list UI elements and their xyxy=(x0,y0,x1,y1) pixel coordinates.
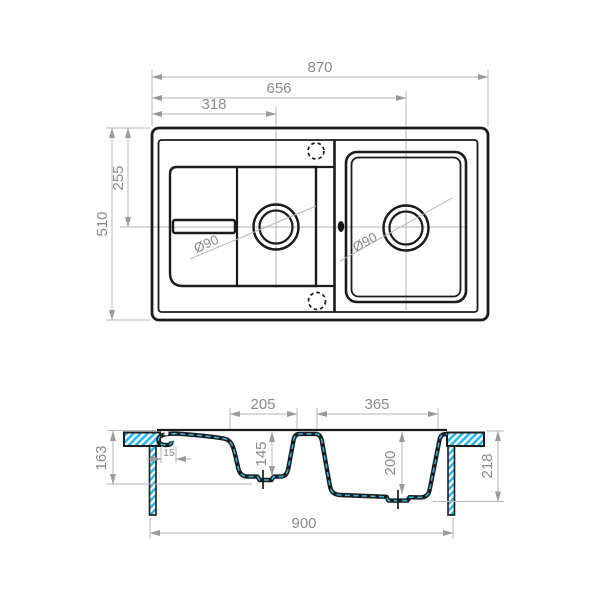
sink-rim-inner-edge xyxy=(157,139,479,313)
dim-right-outer-depth-label: 218 xyxy=(479,453,496,478)
tap-hole-top xyxy=(307,142,325,160)
dim-left-bowl-width-label: 205 xyxy=(250,396,275,413)
overflow-mark xyxy=(337,221,345,232)
left-drain-circle-inner xyxy=(258,209,294,245)
top-view-dimensions: 870 656 318 510 255 xyxy=(94,59,489,321)
right-bowl-inner xyxy=(350,156,462,298)
right-drain-circle-inner xyxy=(388,210,424,246)
dim-right-bowl-depth-label: 200 xyxy=(382,450,399,475)
dim-right-drain-offset-label: 656 xyxy=(266,80,291,97)
section-profile xyxy=(156,428,448,509)
dim-left-drain-offset-label: 318 xyxy=(201,96,226,113)
tap-hole-bottom xyxy=(307,291,327,311)
top-view: Ø90 Ø90 870 656 318 510 255 xyxy=(94,59,490,322)
granite-material-hatch-line xyxy=(157,432,447,502)
dim-overall-depth-label: 510 xyxy=(94,211,111,236)
sink-plan-outline xyxy=(150,126,490,322)
countertop-left xyxy=(123,431,161,447)
dim-drain-centerline-label: 255 xyxy=(110,165,127,190)
section-dimensions: 205 365 163 15 145 200 218 900 xyxy=(93,396,504,539)
dim-overall-width-label: 870 xyxy=(307,59,332,76)
sink-body-wall xyxy=(156,431,448,503)
right-drain-diameter-label: Ø90 xyxy=(350,229,380,254)
left-compartment-outline xyxy=(168,165,318,288)
cabinet-leg-left xyxy=(148,445,157,516)
right-bowl-outer xyxy=(344,150,468,304)
sink-outer-edge xyxy=(150,126,490,322)
dim-right-bowl-width-label: 365 xyxy=(364,396,389,413)
right-drain-circle-outer xyxy=(382,204,430,252)
left-drain-leader-line xyxy=(189,205,317,260)
dim-base-width-label: 900 xyxy=(291,515,316,532)
countertop-and-legs xyxy=(123,431,485,516)
cabinet-leg-right xyxy=(447,445,456,516)
dim-left-bowl-depth-label: 145 xyxy=(253,441,270,466)
countertop-right xyxy=(446,431,485,447)
dim-left-outer-depth-label: 163 xyxy=(93,445,110,470)
left-drain-circle-outer xyxy=(252,203,300,251)
right-drain-leader-line xyxy=(339,197,453,262)
dim-rim-overhang-label: 15 xyxy=(163,447,175,459)
section-view: 205 365 163 15 145 200 218 900 xyxy=(93,396,504,539)
rim-drip-notch xyxy=(164,431,169,436)
drainer-slot xyxy=(171,218,237,235)
top-view-centerlines xyxy=(120,91,465,310)
